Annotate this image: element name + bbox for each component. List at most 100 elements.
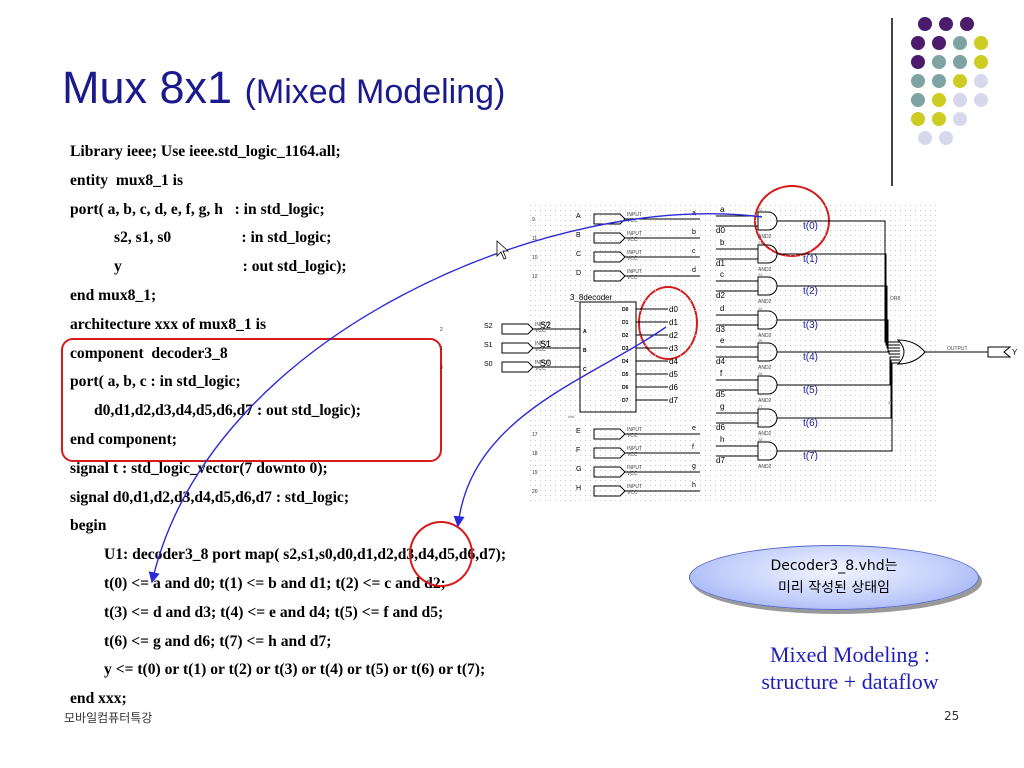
input-a-input-text: INPUT <box>627 212 642 218</box>
note-line-2: 미리 작성된 상태임 <box>778 580 890 596</box>
input-e-label: E <box>576 428 581 435</box>
and-net-label: g <box>720 402 724 411</box>
decorative-dot <box>974 55 988 69</box>
net-label-b: b <box>692 229 696 236</box>
and-gate-3 <box>757 310 778 330</box>
code-line: end mux8_1; <box>70 287 157 304</box>
decorative-dot <box>932 93 946 107</box>
decorative-dot <box>918 131 932 145</box>
and-pin: 28 <box>758 437 763 442</box>
and-gate-6 <box>757 408 778 428</box>
decorative-dot <box>974 93 988 107</box>
and-label: AND2 <box>758 267 772 273</box>
or-input-wire <box>880 220 900 343</box>
and-label: AND2 <box>758 365 772 371</box>
select-S2-vcc-text: VCC <box>535 328 546 334</box>
input-h-pin: 20 <box>532 489 538 495</box>
and-net-label: d4 <box>716 357 725 366</box>
code-line: end xxx; <box>70 690 127 707</box>
input-f-pin: 18 <box>532 451 538 457</box>
input-c-vcc-text: VCC <box>627 256 638 262</box>
decorative-dot <box>974 74 988 88</box>
input-d-vcc-text: VCC <box>627 275 638 281</box>
and-net-label: d7 <box>716 456 725 465</box>
and-gate-4 <box>757 342 778 362</box>
and-label: AND2 <box>758 464 772 470</box>
or-pin: 30 <box>888 400 893 405</box>
code-line: architecture xxx of mux8_1 is <box>70 316 267 333</box>
and-gate-7 <box>757 441 778 461</box>
schematic-grid <box>528 203 938 503</box>
and-pin: 23 <box>758 272 763 277</box>
decorative-dot <box>974 36 988 50</box>
decorative-dot <box>960 17 974 31</box>
decoder-block <box>579 301 637 413</box>
decorative-dot <box>953 55 967 69</box>
input-e-symbol <box>593 428 626 440</box>
decoder-output-pin: D1 <box>622 320 629 326</box>
select-S0-input-text: INPUT <box>535 360 550 366</box>
decoder-output-highlight-circle <box>638 286 698 360</box>
decoder-inst: inst <box>568 414 575 419</box>
input-b-pin: 11 <box>532 236 537 242</box>
input-d-input-text: INPUT <box>627 269 642 275</box>
and-label: AND2 <box>758 398 772 404</box>
input-c-input-text: INPUT <box>627 250 642 256</box>
and-net-label: c <box>720 270 724 279</box>
input-h-input-text: INPUT <box>627 484 642 490</box>
and-label: AND2 <box>758 333 772 339</box>
and-net-label: d0 <box>716 226 725 235</box>
decorative-dot <box>932 74 946 88</box>
or-label: OR8 <box>890 296 901 302</box>
input-g-pin: 19 <box>532 470 538 476</box>
input-f-input-text: INPUT <box>627 446 642 452</box>
code-line: entity mux8_1 is <box>70 172 184 189</box>
net-label-f: f <box>692 444 694 451</box>
input-b-vcc-text: VCC <box>627 237 638 243</box>
t-label: t(4) <box>803 352 818 363</box>
t-label: t(7) <box>803 451 818 462</box>
t-label: t(2) <box>803 286 818 297</box>
note-line-1: Decoder3_8.vhd는 <box>770 558 898 574</box>
mixed-modeling-caption: Mixed Modeling : structure + dataflow <box>700 641 1000 695</box>
or-input-wire <box>880 253 900 346</box>
decorative-dot <box>932 112 946 126</box>
select-S1-symbol <box>501 342 534 354</box>
input-a-label: A <box>576 213 581 220</box>
t-label: t(6) <box>803 418 818 429</box>
and-net-label: e <box>720 336 725 345</box>
and-net-label: d3 <box>716 325 725 334</box>
select-net-label: S0 <box>540 358 551 368</box>
decoder-input-pin: B <box>583 348 587 354</box>
net-label-a: a <box>692 210 696 217</box>
input-f-vcc-text: VCC <box>627 452 638 458</box>
and-net-label: h <box>720 435 724 444</box>
output-text: OUTPUT <box>947 346 968 352</box>
code-line: t(0) <= a and d0; t(1) <= b and d1; t(2)… <box>104 575 446 592</box>
input-h-label: H <box>576 485 581 492</box>
mouse-cursor-icon <box>496 240 510 260</box>
select-S0-label: S0 <box>484 361 493 368</box>
t-label: t(1) <box>803 254 818 265</box>
decorative-dot <box>911 112 925 126</box>
output-symbol <box>987 346 1012 358</box>
output-label: Y <box>1012 348 1018 357</box>
decoder-output-pin: D0 <box>622 307 629 313</box>
select-S2-pin: 2 <box>440 327 443 333</box>
and-pin: 26 <box>758 371 763 376</box>
or-input-wire <box>880 319 900 352</box>
input-h-symbol <box>593 485 626 497</box>
code-line: port( a, b, c, d, e, f, g, h : in std_lo… <box>70 201 325 218</box>
and-pin: 24 <box>758 306 763 311</box>
decorative-dot <box>932 36 946 50</box>
divider-line <box>891 18 893 186</box>
input-c-symbol <box>593 251 626 263</box>
and-net-label: f <box>720 369 723 378</box>
decorative-dot <box>932 55 946 69</box>
input-d-label: D <box>576 270 581 277</box>
code-line: signal d0,d1,d2,d3,d4,d5,d6,d7 : std_log… <box>70 489 350 506</box>
input-g-input-text: INPUT <box>627 465 642 471</box>
and-pin: 25 <box>758 338 763 343</box>
code-line: y : out std_logic); <box>114 258 347 275</box>
select-S2-symbol <box>501 323 534 335</box>
